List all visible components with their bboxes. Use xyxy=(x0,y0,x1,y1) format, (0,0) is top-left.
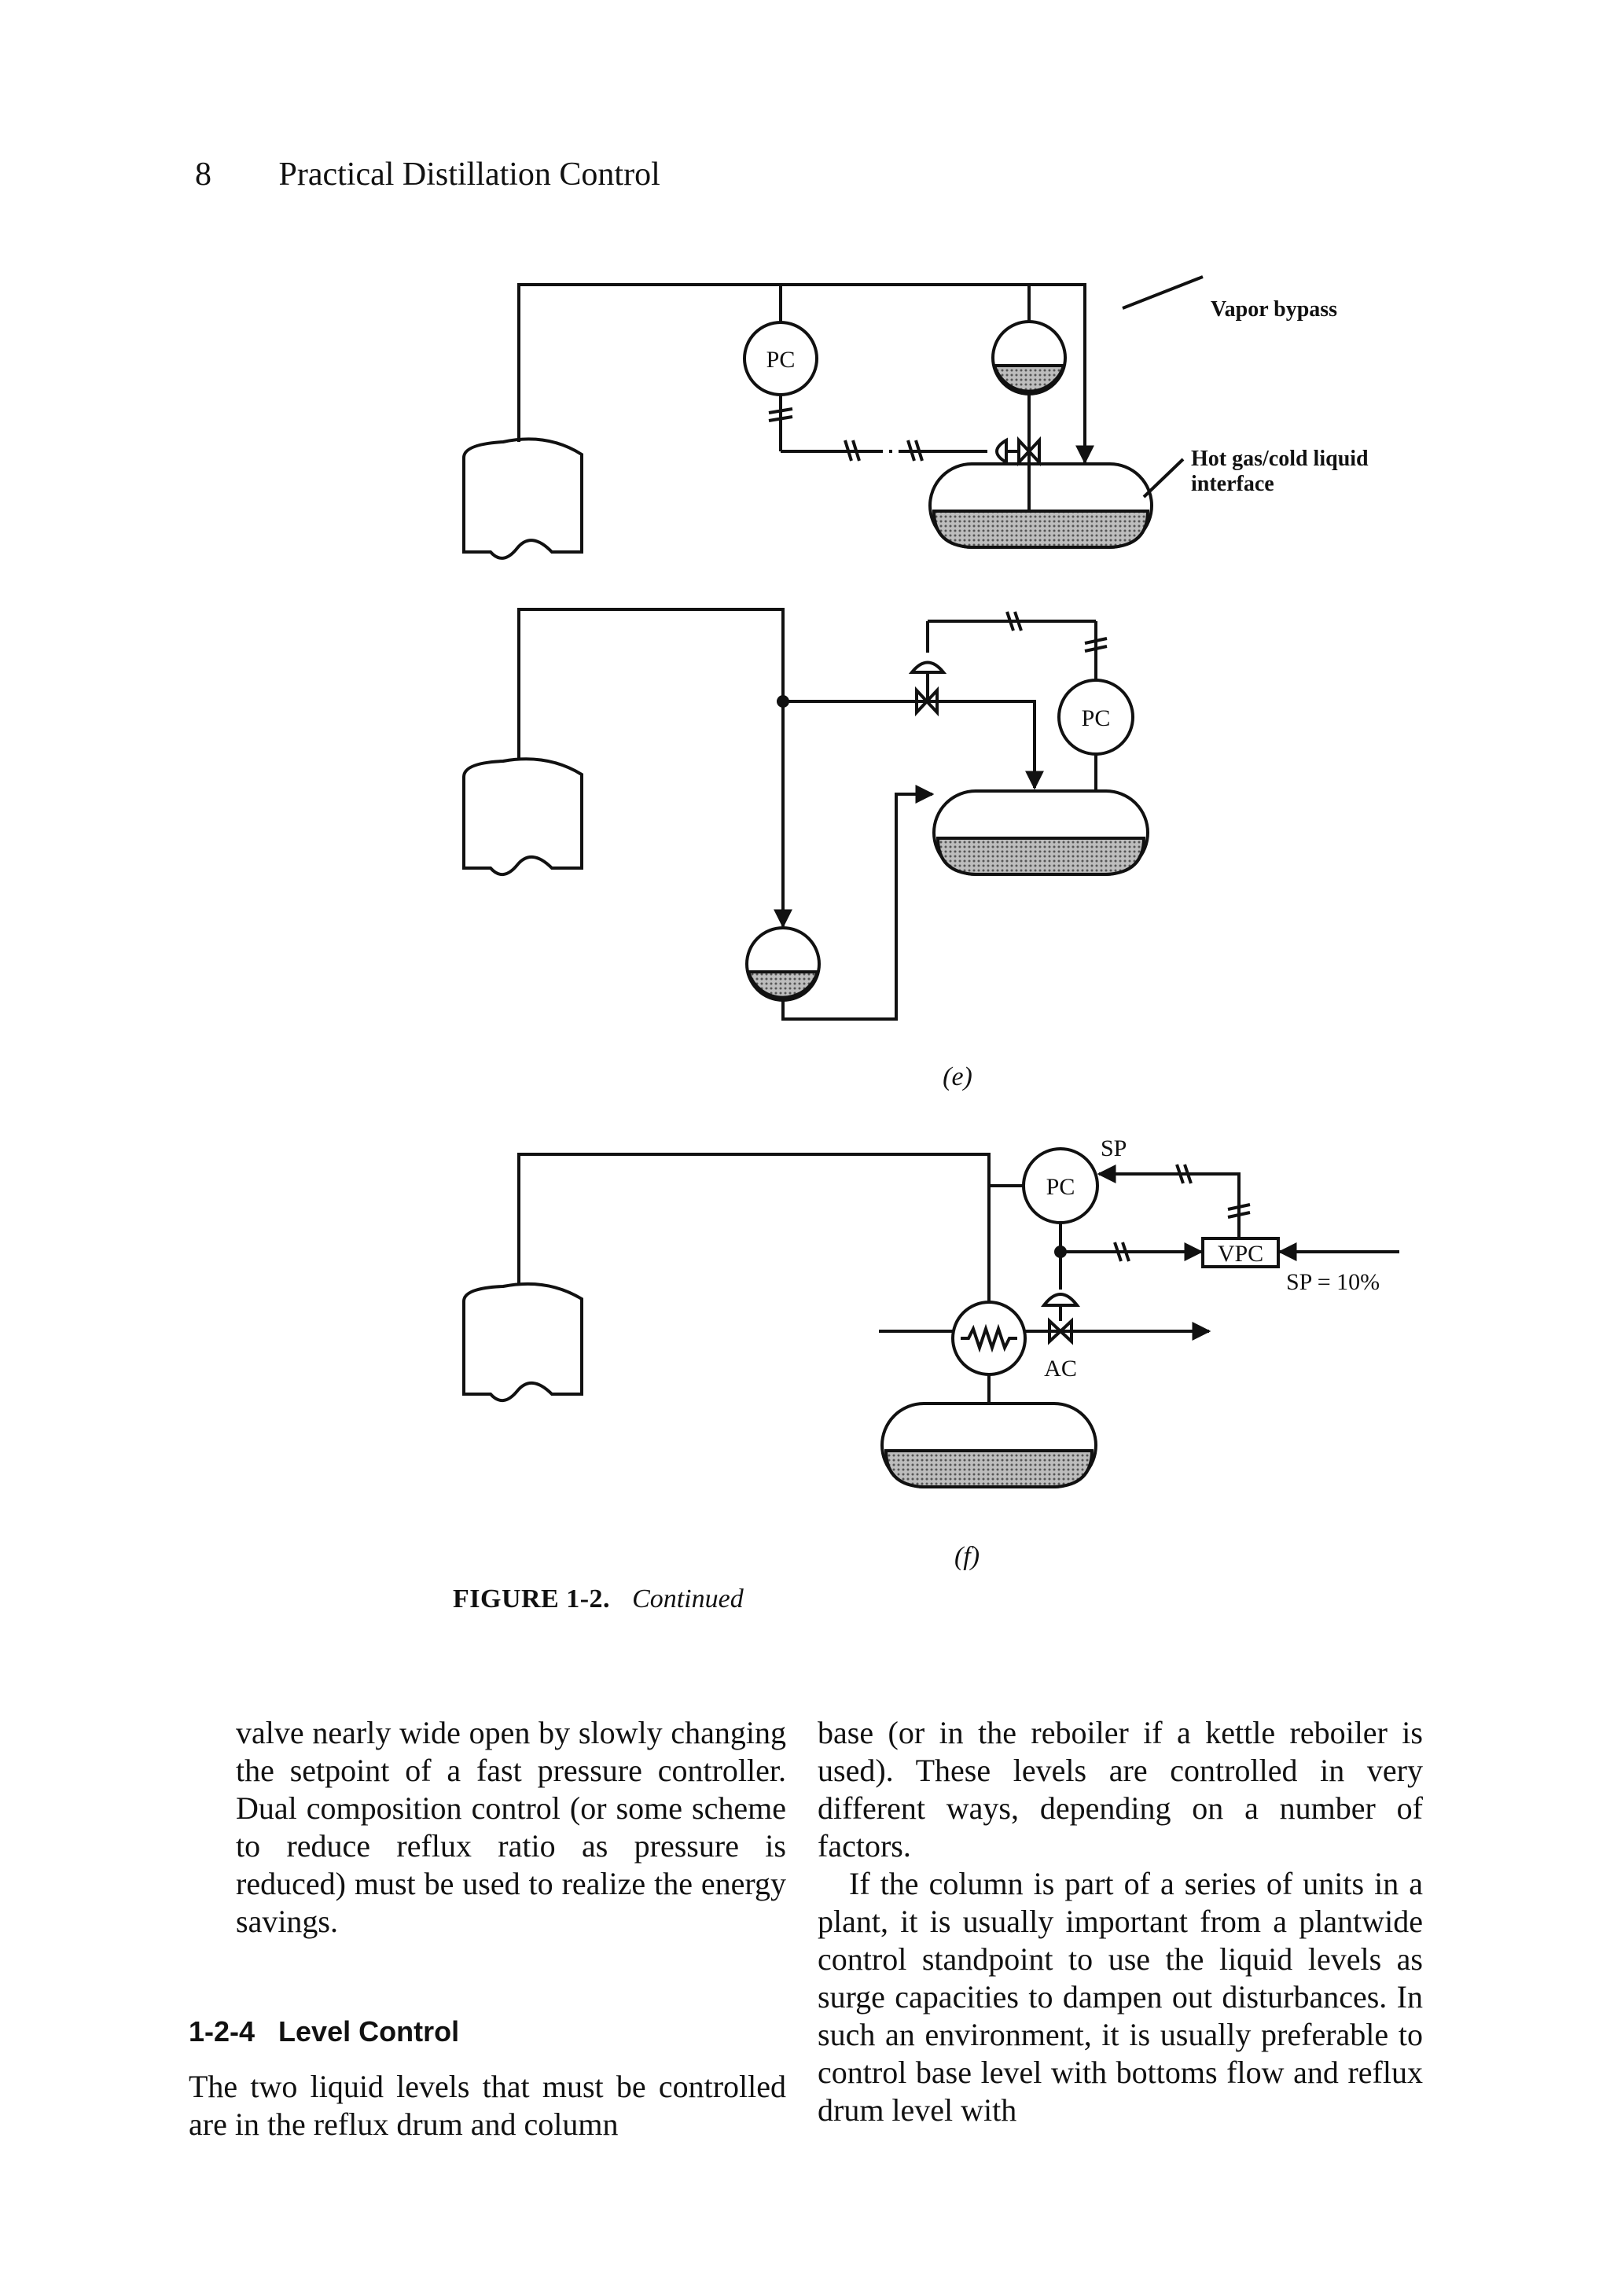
page-header: 8 Practical Distillation Control xyxy=(195,156,660,193)
section-heading: 1-2-4 Level Control xyxy=(189,2013,786,2051)
diagram-e-middle: PC (e) xyxy=(462,608,1149,1091)
pc-label-e2: PC xyxy=(1082,705,1111,731)
pc-label-e1: PC xyxy=(766,347,796,373)
caption-continued: Continued xyxy=(632,1584,744,1613)
left-paragraph-2: The two liquid levels that must be contr… xyxy=(189,2069,786,2142)
caption-label: FIGURE 1-2. xyxy=(453,1584,611,1613)
column-top-e2 xyxy=(462,757,583,876)
subfigure-f-label: (f) xyxy=(954,1542,980,1571)
running-title: Practical Distillation Control xyxy=(278,156,660,193)
left-column: valve nearly wide open by slowly changin… xyxy=(189,1714,786,2143)
figure-caption: FIGURE 1-2. Continued xyxy=(453,1584,744,1614)
separator-e1 xyxy=(991,320,1068,396)
separator-e2 xyxy=(745,926,822,1002)
control-valve-f xyxy=(1048,1317,1073,1345)
diagram-e-top: PC Vapor bypass Hot gas/cold liquid inte… xyxy=(462,275,1369,560)
hot-gas-label-1: Hot gas/cold liquid xyxy=(1191,447,1369,471)
hot-gas-label-2: interface xyxy=(1191,472,1274,496)
ac-label: AC xyxy=(1044,1356,1077,1382)
control-valve-e1 xyxy=(1017,436,1041,467)
pipe-e1-vapor xyxy=(517,283,1094,465)
diagram-f: PC SP VPC SP = 10% AC (f) xyxy=(462,1135,1399,1571)
figure-1-2: PC Vapor bypass Hot gas/cold liquid inte… xyxy=(462,275,1399,1571)
column-top-e1 xyxy=(462,437,583,560)
pc-label-f: PC xyxy=(1046,1174,1075,1200)
section-number: 1-2-4 xyxy=(189,2015,255,2048)
sp-10-label: SP = 10% xyxy=(1286,1269,1380,1295)
control-valve-e2 xyxy=(915,686,939,717)
sp-label-f: SP xyxy=(1101,1135,1127,1161)
subfigure-e-label: (e) xyxy=(943,1062,972,1091)
right-column: base (or in the reboiler if a kettle reb… xyxy=(818,1714,1423,2129)
left-paragraph-1: valve nearly wide open by slowly changin… xyxy=(236,1715,786,1939)
right-paragraph-1: base (or in the reboiler if a kettle reb… xyxy=(818,1715,1423,1864)
column-top-f xyxy=(462,1282,583,1402)
right-paragraph-2: If the column is part of a series of uni… xyxy=(818,1866,1423,2128)
valve-actuator-e1 xyxy=(995,437,1008,465)
vapor-bypass-label: Vapor bypass xyxy=(1211,297,1337,322)
section-title: Level Control xyxy=(278,2015,460,2048)
vpc-label: VPC xyxy=(1218,1241,1263,1267)
page-number: 8 xyxy=(195,156,211,193)
